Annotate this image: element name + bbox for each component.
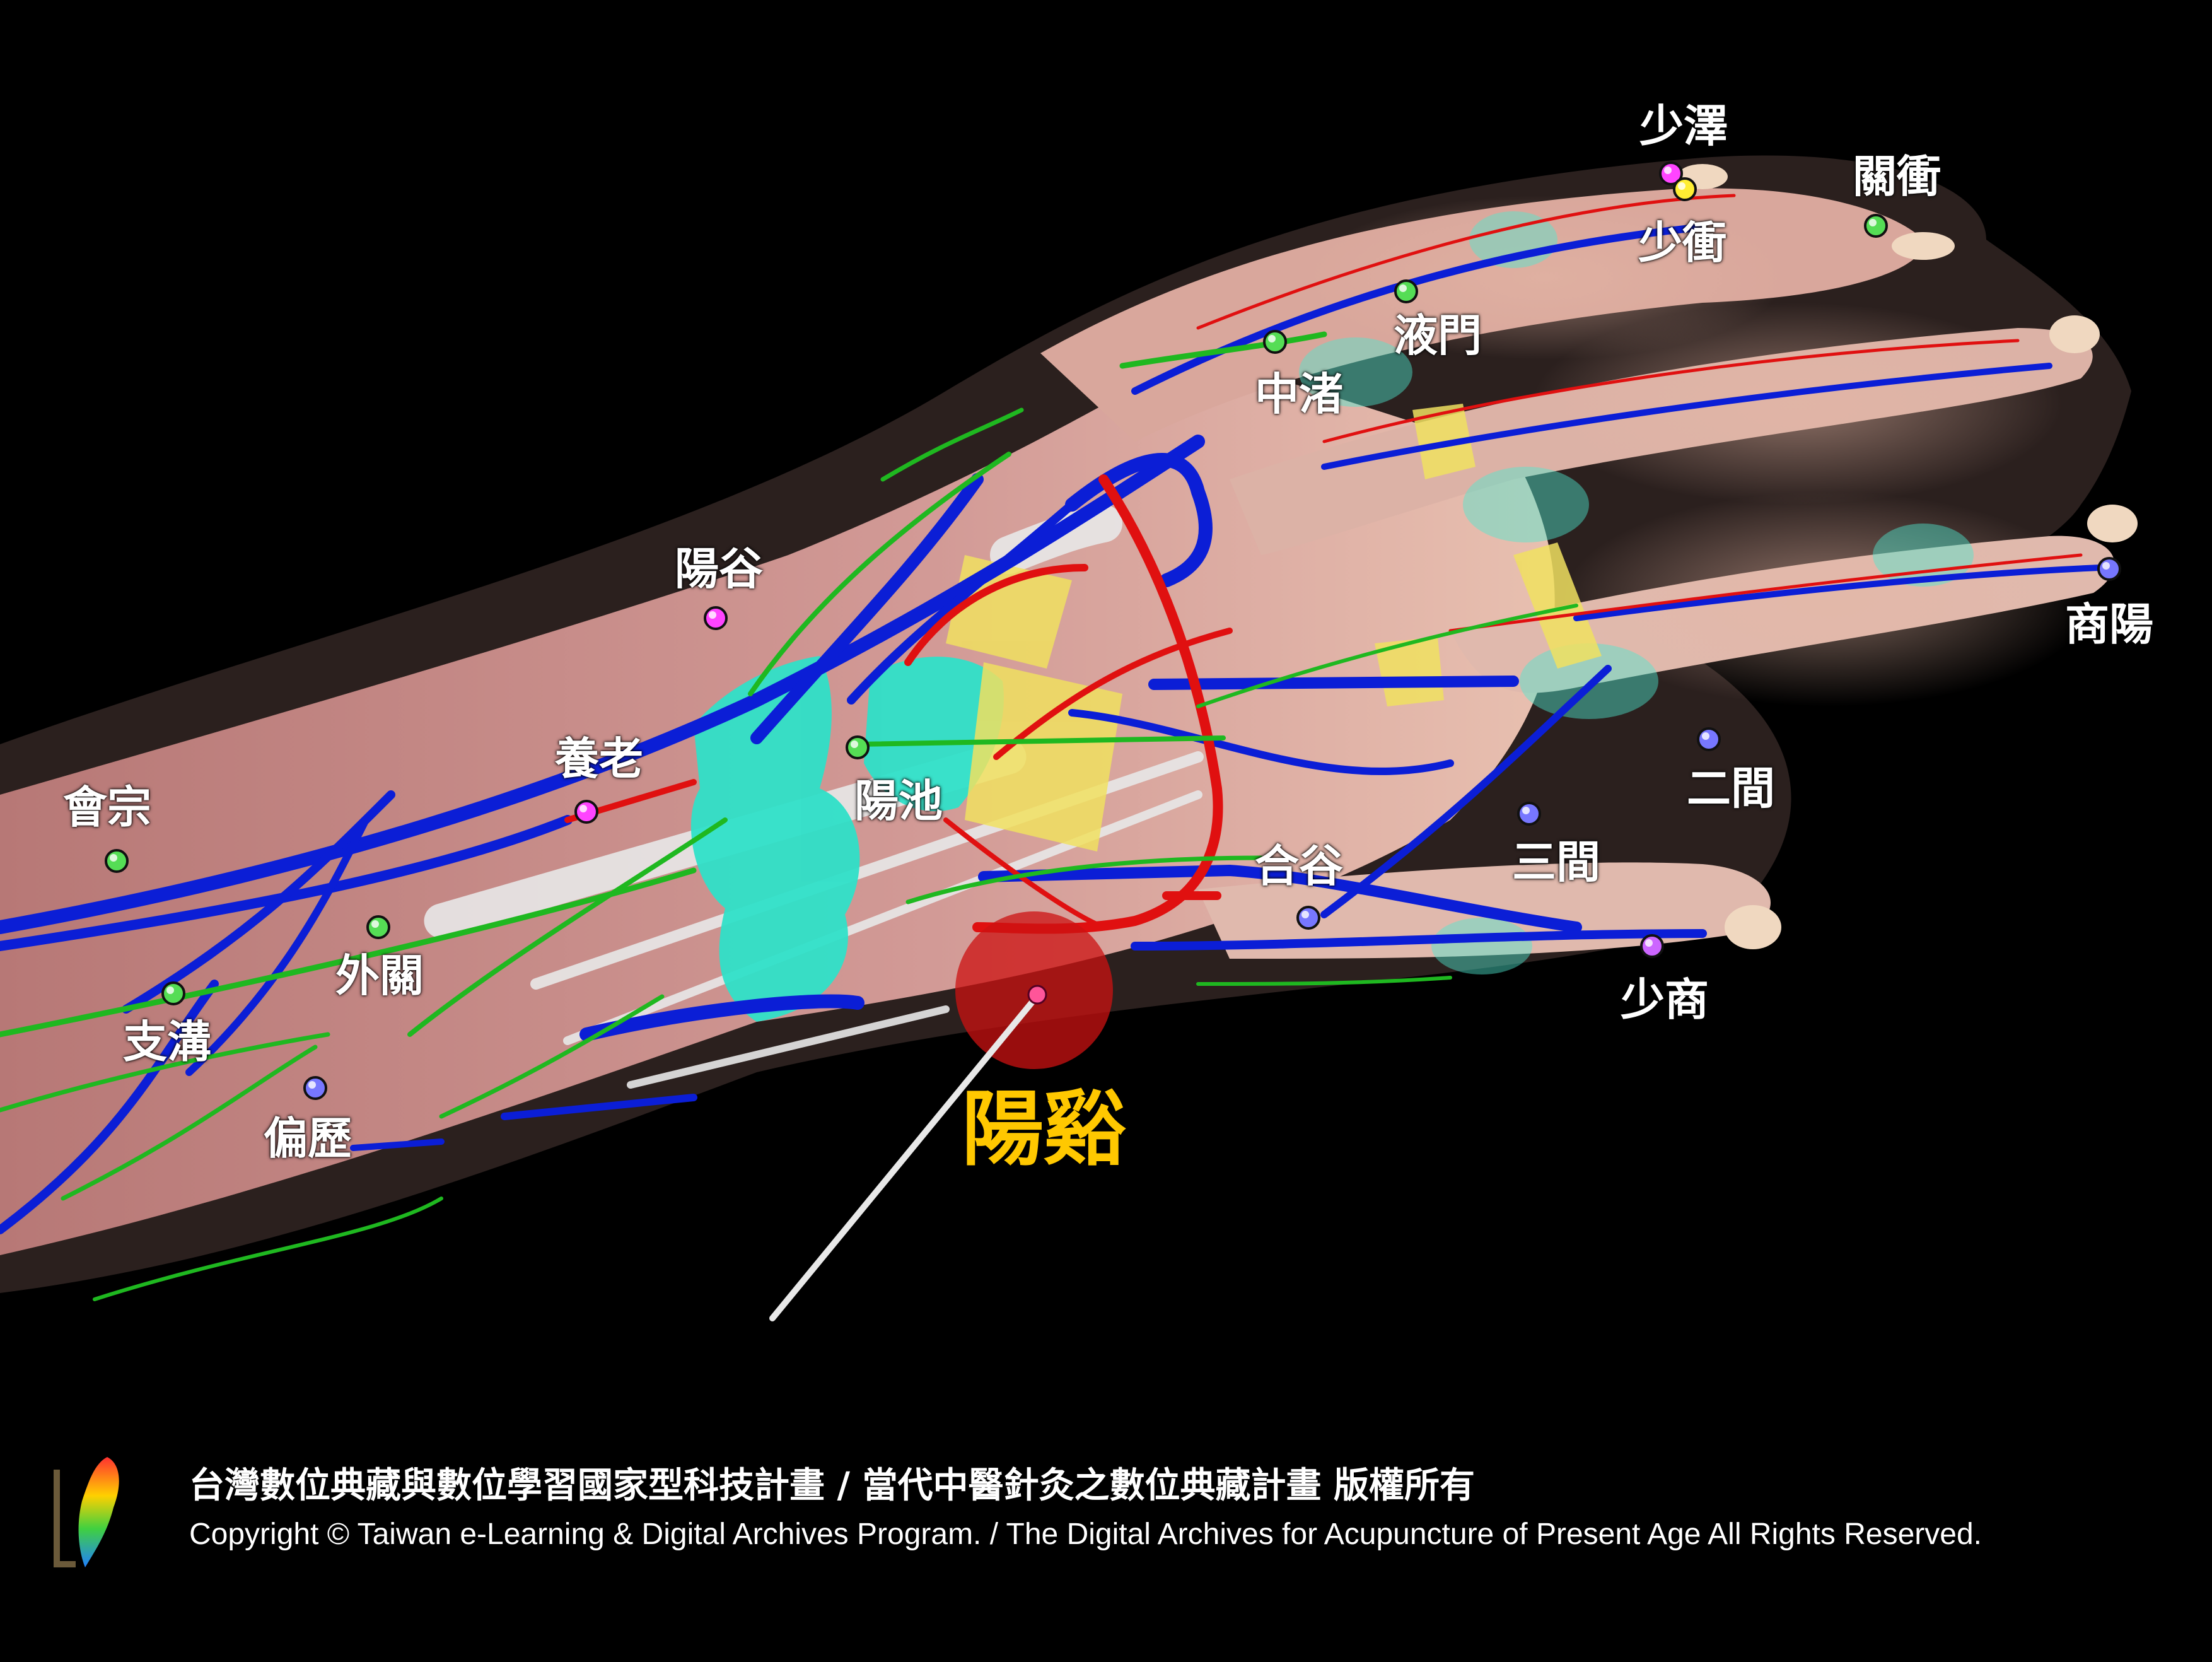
acupoint-marker-shine bbox=[1869, 219, 1877, 226]
acupoint-marker-shine bbox=[1645, 939, 1653, 947]
acupoint-label-zhigou: 支溝 bbox=[123, 1016, 211, 1068]
acupoint-marker-zhongzhu bbox=[1263, 330, 1287, 354]
acupoint-marker-yemen bbox=[1394, 279, 1418, 303]
acupoint-label-shangyang: 商陽 bbox=[2065, 599, 2153, 650]
acupoint-label-sanjian: 三間 bbox=[1512, 836, 1600, 888]
acupoint-label-yangchi: 陽池 bbox=[854, 775, 943, 827]
acupoint-marker-shine bbox=[371, 920, 379, 928]
acupoint-label-shaochong: 少衝 bbox=[1638, 217, 1726, 269]
acupoint-label-yanggu: 陽谷 bbox=[675, 543, 763, 595]
acupoint-marker-waiguan bbox=[366, 915, 390, 939]
acupoint-marker-huizong bbox=[105, 849, 129, 873]
footer: 台灣數位典藏與數位學習國家型科技計畫 / 當代中醫針灸之數位典藏計畫 版權所有 … bbox=[50, 1432, 2157, 1596]
acupoint-marker-shine bbox=[1268, 335, 1276, 342]
focus-point-marker bbox=[1027, 985, 1047, 1005]
acupoint-marker-shine bbox=[1399, 284, 1407, 292]
arteries bbox=[564, 194, 2083, 934]
acupoint-marker-shine bbox=[2102, 562, 2110, 570]
acupoint-label-zhongzhu: 中渚 bbox=[1255, 368, 1343, 420]
acupuncture-needle bbox=[769, 997, 1037, 1321]
acupoint-label-pianli: 偏歷 bbox=[264, 1113, 352, 1164]
acupoint-marker-shine bbox=[1678, 182, 1685, 190]
acupoint-marker-yangchi bbox=[846, 735, 870, 759]
acupoint-marker-shine bbox=[1702, 732, 1709, 740]
yellow-tendons bbox=[946, 404, 1602, 851]
nerves bbox=[0, 331, 1578, 1301]
acupoint-marker-shangyang bbox=[2097, 557, 2121, 581]
carpal-bones bbox=[690, 656, 1004, 1022]
acupoint-marker-shine bbox=[110, 854, 117, 862]
acupoint-marker-erjian bbox=[1697, 727, 1721, 751]
acupoint-marker-shine bbox=[166, 986, 174, 994]
acupoint-label-waiguan: 外關 bbox=[335, 950, 424, 1002]
acupoint-marker-shaochong bbox=[1673, 177, 1697, 201]
focus-point-label: 陽谿 bbox=[962, 1081, 1126, 1177]
acupoint-marker-shine bbox=[851, 740, 858, 748]
footer-credit-english: Copyright © Taiwan e-Learning & Digital … bbox=[189, 1518, 1982, 1551]
acupoint-label-hegu: 合谷 bbox=[1255, 840, 1343, 892]
acupoint-marker-shine bbox=[1301, 911, 1309, 918]
acupoint-marker-shaoshang bbox=[1640, 934, 1664, 958]
veins bbox=[0, 223, 2103, 1234]
footer-credit-chinese: 台灣數位典藏與數位學習國家型科技計畫 / 當代中醫針灸之數位典藏計畫 版權所有 bbox=[189, 1465, 1475, 1506]
acupoint-label-erjian: 二間 bbox=[1687, 763, 1775, 814]
acupoint-marker-yanggu bbox=[704, 606, 728, 630]
taiwan-map-logo-icon bbox=[54, 1457, 119, 1567]
acupoint-marker-zhigou bbox=[161, 981, 185, 1005]
acupoint-label-shaoshang: 少商 bbox=[1621, 974, 1709, 1026]
acupoint-marker-sanjian bbox=[1517, 802, 1541, 826]
acupoint-label-yemen: 液門 bbox=[1394, 310, 1482, 361]
acupoint-marker-shine bbox=[308, 1081, 316, 1089]
acupoint-label-yanglao: 養老 bbox=[555, 733, 643, 785]
acupoint-label-guanchong: 關衝 bbox=[1853, 151, 1941, 202]
acupoint-marker-yanglao bbox=[574, 800, 598, 824]
acupoint-marker-shine bbox=[709, 611, 716, 619]
acupoint-marker-hegu bbox=[1296, 906, 1320, 930]
acupoint-marker-shine bbox=[1522, 807, 1530, 814]
acupoint-label-huizong: 會宗 bbox=[63, 781, 151, 833]
acupoint-marker-pianli bbox=[303, 1076, 327, 1100]
acupoint-marker-shine bbox=[1664, 167, 1672, 174]
phalanx-bones bbox=[1299, 211, 1974, 974]
acupoint-marker-guanchong bbox=[1864, 214, 1888, 238]
acupoint-marker-shine bbox=[579, 805, 587, 812]
acupoint-label-shaoze: 少澤 bbox=[1639, 100, 1728, 152]
fingernails bbox=[1677, 164, 2138, 949]
finger-glow bbox=[1305, 196, 2093, 706]
